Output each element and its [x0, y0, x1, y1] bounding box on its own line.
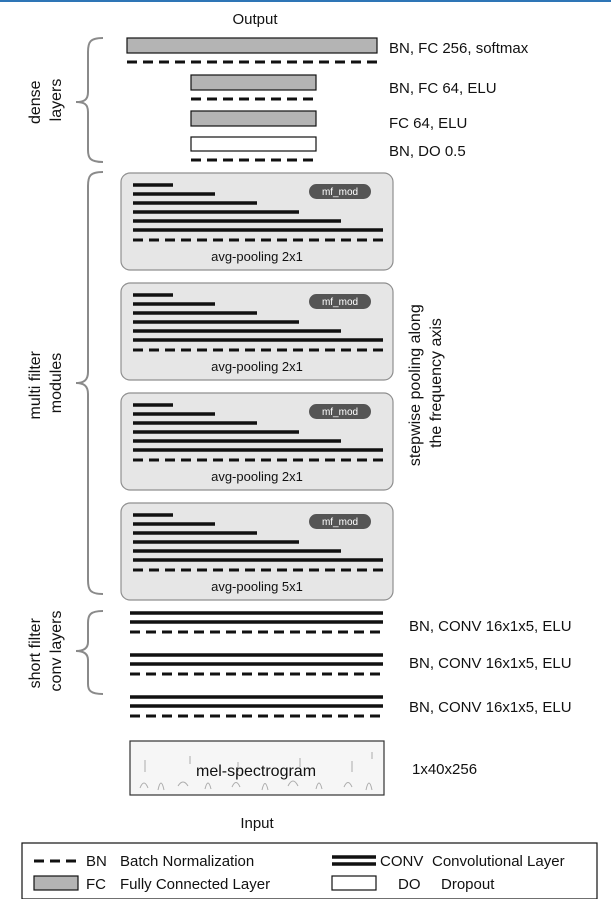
- spectrogram-texture: [139, 752, 373, 791]
- mf-mod-tag: [309, 184, 371, 199]
- mf-mod-tag: [309, 404, 371, 419]
- mf-module: mf_mod avg-pooling 2x1: [120, 172, 394, 271]
- dense-section-label: dense layers: [27, 76, 65, 124]
- pooling-label: avg-pooling 2x1: [211, 469, 303, 484]
- mf-module: mf_mod avg-pooling 5x1: [120, 502, 394, 601]
- dropout-block: [190, 136, 317, 152]
- input-shape: 1x40x256: [412, 761, 477, 778]
- conv-layer-label: BN, CONV 16x1x5, ELU: [409, 699, 572, 716]
- dense-layer-label: FC 64, ELU: [389, 115, 467, 132]
- output-label: Output: [232, 11, 278, 28]
- multi-brace: [75, 171, 104, 595]
- short-brace: [75, 610, 104, 695]
- dense-layers-group: dense layers BN, FC 256, softmax BN, FC …: [27, 37, 529, 163]
- input-title: Input: [240, 815, 274, 832]
- mf-mod-tag-label: mf_mod: [322, 407, 358, 418]
- pooling-label: avg-pooling 2x1: [211, 359, 303, 374]
- conv-layer-label: BN, CONV 16x1x5, ELU: [409, 618, 572, 635]
- input-group: mel-spectrogram 1x40x256: [129, 740, 477, 796]
- fc-64-block: [190, 110, 317, 127]
- mf-mod-tag-label: mf_mod: [322, 297, 358, 308]
- mf-mod-tag: [309, 294, 371, 309]
- pooling-label: avg-pooling 5x1: [211, 579, 303, 594]
- legend-fc-abbr: FC: [86, 876, 106, 893]
- mf-module: mf_mod avg-pooling 2x1: [120, 282, 394, 381]
- mf-mod-tag: [309, 514, 371, 529]
- legend-box: [21, 842, 598, 899]
- dense-brace: [75, 37, 104, 163]
- legend-conv-abbr: CONV: [380, 853, 423, 870]
- mf-module: mf_mod avg-pooling 2x1: [120, 392, 394, 491]
- dense-layer-label: BN, DO 0.5: [389, 143, 466, 160]
- pooling-note: stepwise pooling along the frequency axi…: [407, 300, 445, 466]
- legend-do-swatch: [331, 875, 377, 891]
- legend-conv-text: Convolutional Layer: [432, 853, 565, 870]
- multi-filter-group: multi filter modules stepwise pooling al…: [27, 171, 445, 601]
- spectrogram-box: [129, 740, 385, 796]
- mf-mod-tag-label: mf_mod: [322, 187, 358, 198]
- short-filter-group: short filter conv layers BN, CONV 16x1x5…: [27, 610, 572, 718]
- legend-do-text: Dropout: [441, 876, 495, 893]
- mf-mod-tag-label: mf_mod: [322, 517, 358, 528]
- legend-fc-swatch: [33, 875, 79, 891]
- input-label: mel-spectrogram: [196, 763, 316, 780]
- legend-bn-abbr: BN: [86, 853, 107, 870]
- short-section-label: short filter conv layers: [27, 611, 65, 692]
- legend-bn-text: Batch Normalization: [120, 853, 254, 870]
- legend-do-abbr: DO: [398, 876, 421, 893]
- multi-section-label: multi filter modules: [27, 347, 65, 420]
- pooling-label: avg-pooling 2x1: [211, 249, 303, 264]
- legend-fc-text: Fully Connected Layer: [120, 876, 270, 893]
- dense-layer-label: BN, FC 256, softmax: [389, 40, 529, 57]
- dense-layer-label: BN, FC 64, ELU: [389, 80, 497, 97]
- conv-layer-label: BN, CONV 16x1x5, ELU: [409, 655, 572, 672]
- legend: BN Batch Normalization CONV Convolutiona…: [21, 842, 598, 899]
- fc-64-block: [190, 74, 317, 91]
- fc-256-block: [126, 37, 378, 54]
